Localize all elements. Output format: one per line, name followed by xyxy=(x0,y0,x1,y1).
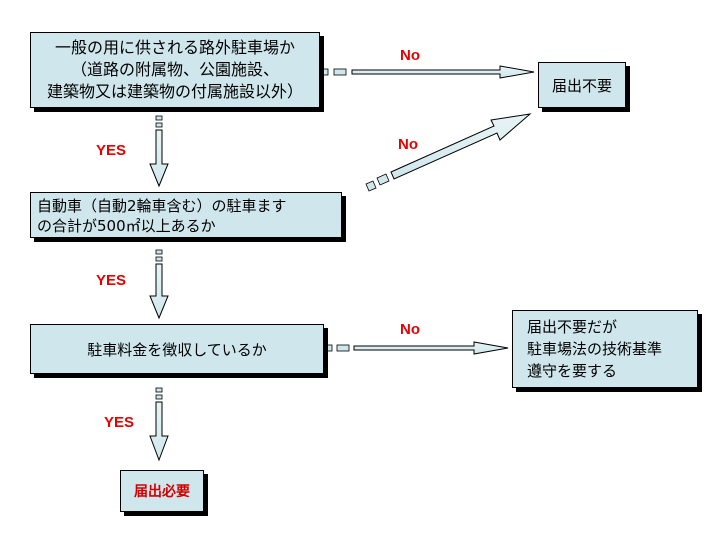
question-public-parking-line-2: （道路の附属物、公園施設、 xyxy=(70,60,279,79)
edge-label-q3-no: No xyxy=(400,321,420,338)
question-public-parking-line-3: 建築物又は建築物の付属施設以外） xyxy=(46,82,303,101)
right-arrow-q1-no xyxy=(321,65,535,79)
question-parking-area-line-1: 自動車（自動2輪車含む）の駐車ます xyxy=(37,197,287,215)
result-technical-standards-line-3: 遵守を要する xyxy=(527,362,618,380)
question-public-parking-line-1: 一般の用に供される路外駐車場か xyxy=(54,38,295,57)
right-arrow-q3-no xyxy=(325,341,509,355)
question-public-parking: 一般の用に供される路外駐車場か （道路の附属物、公園施設、 建築物又は建築物の付… xyxy=(30,32,320,108)
result-technical-standards-line-2: 駐車場法の技術基準 xyxy=(527,340,663,358)
result-no-notice: 届出不要 xyxy=(538,62,626,108)
down-arrow-q2-q3 xyxy=(149,249,169,320)
edge-label-q3-yes: YES xyxy=(104,414,135,431)
edge-label-q1-no: No xyxy=(400,47,420,64)
result-technical-standards: 届出不要だが 駐車場法の技術基準 遵守を要する xyxy=(512,310,698,388)
down-arrow-q1-q2 xyxy=(149,115,169,188)
question-parking-fee-label: 駐車料金を徴収しているか xyxy=(87,341,267,359)
diagonal-arrow-q2-no xyxy=(365,113,532,192)
down-arrow-q3-final xyxy=(149,387,169,462)
result-no-notice-label: 届出不要 xyxy=(551,77,612,95)
edge-label-q1-yes: YES xyxy=(96,142,127,159)
result-technical-standards-line-1: 届出不要だが xyxy=(527,318,618,336)
question-parking-fee: 駐車料金を徴収しているか xyxy=(30,324,324,374)
edge-label-q2-yes: YES xyxy=(96,272,127,289)
question-parking-area: 自動車（自動2輪車含む）の駐車ます の合計が500㎡以上あるか xyxy=(30,192,342,238)
result-notice-required: 届出必要 xyxy=(120,470,204,512)
edge-label-q2-no: No xyxy=(398,136,418,153)
question-parking-area-line-2: の合計が500㎡以上あるか xyxy=(37,217,216,235)
result-notice-required-label: 届出必要 xyxy=(134,484,190,500)
